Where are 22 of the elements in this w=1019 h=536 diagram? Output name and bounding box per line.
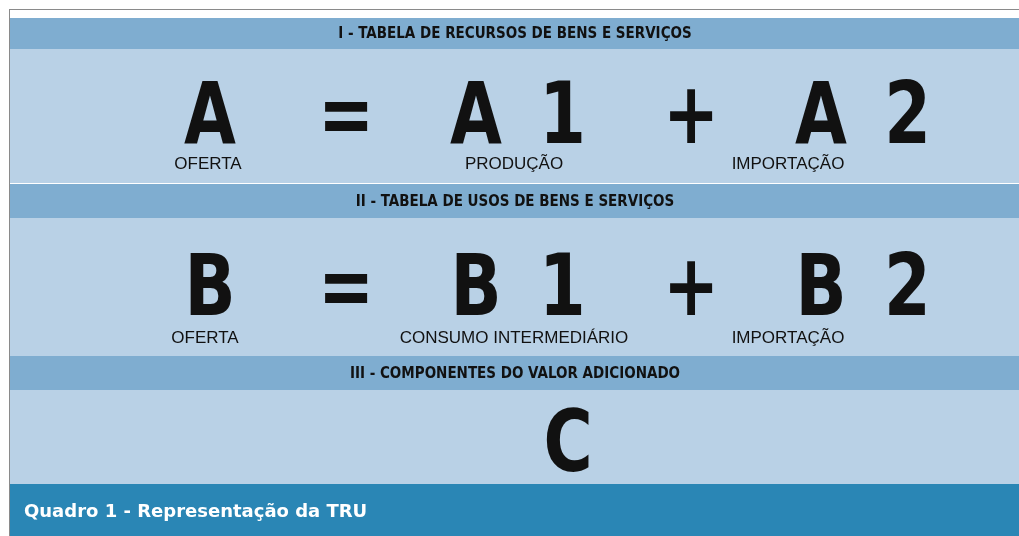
formula-symbol: B 1 (450, 242, 586, 328)
term-label: PRODUÇÃO (464, 155, 564, 172)
formula-symbol: B (184, 242, 236, 328)
term-label: IMPORTAÇÃO (731, 329, 845, 346)
formula-symbol: + (662, 242, 720, 328)
formula-symbol: C (543, 398, 593, 484)
formula-symbol: = (317, 70, 375, 156)
table-section (10, 356, 1019, 484)
formula-symbol: A (184, 70, 236, 156)
formula-symbol: + (662, 70, 720, 156)
table-section (10, 18, 1019, 183)
section-heading: III - COMPONENTES DO VALOR ADICIONADO (10, 356, 1019, 390)
term-label: CONSUMO INTERMEDIÁRIO (399, 329, 629, 346)
section-heading: I - TABELA DE RECURSOS DE BENS E SERVIÇOS (10, 18, 1019, 49)
term-label: OFERTA (171, 329, 239, 346)
section-heading: II - TABELA DE USOS DE BENS E SERVIÇOS (10, 184, 1019, 218)
formula-symbol: = (317, 242, 375, 328)
formula-symbol: B 2 (795, 242, 931, 328)
caption-bar: Quadro 1 - Representação da TRU (10, 484, 1019, 536)
table-section (10, 184, 1019, 356)
term-label: OFERTA (174, 155, 242, 172)
term-label: IMPORTAÇÃO (731, 155, 845, 172)
